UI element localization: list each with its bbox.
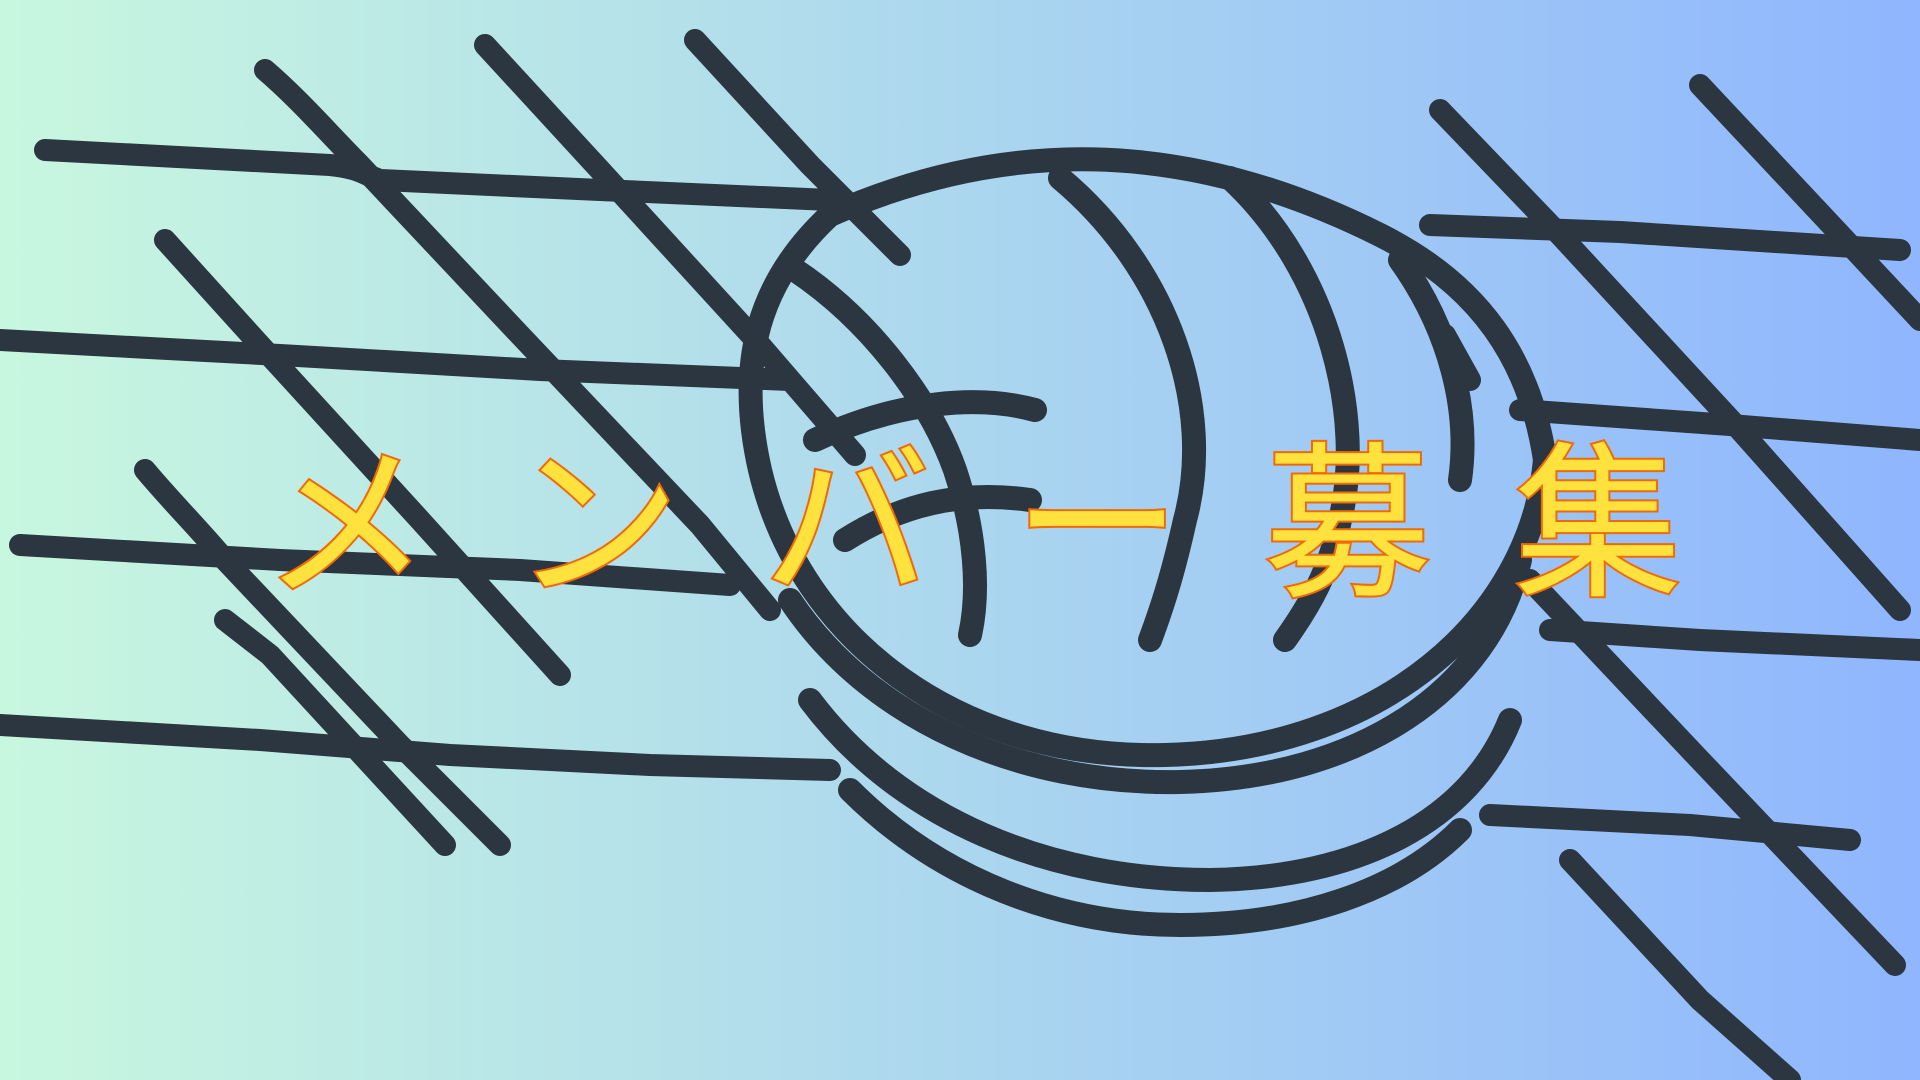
volleyball-icon xyxy=(738,147,1557,937)
volleyball-net-icon xyxy=(0,29,1920,1080)
